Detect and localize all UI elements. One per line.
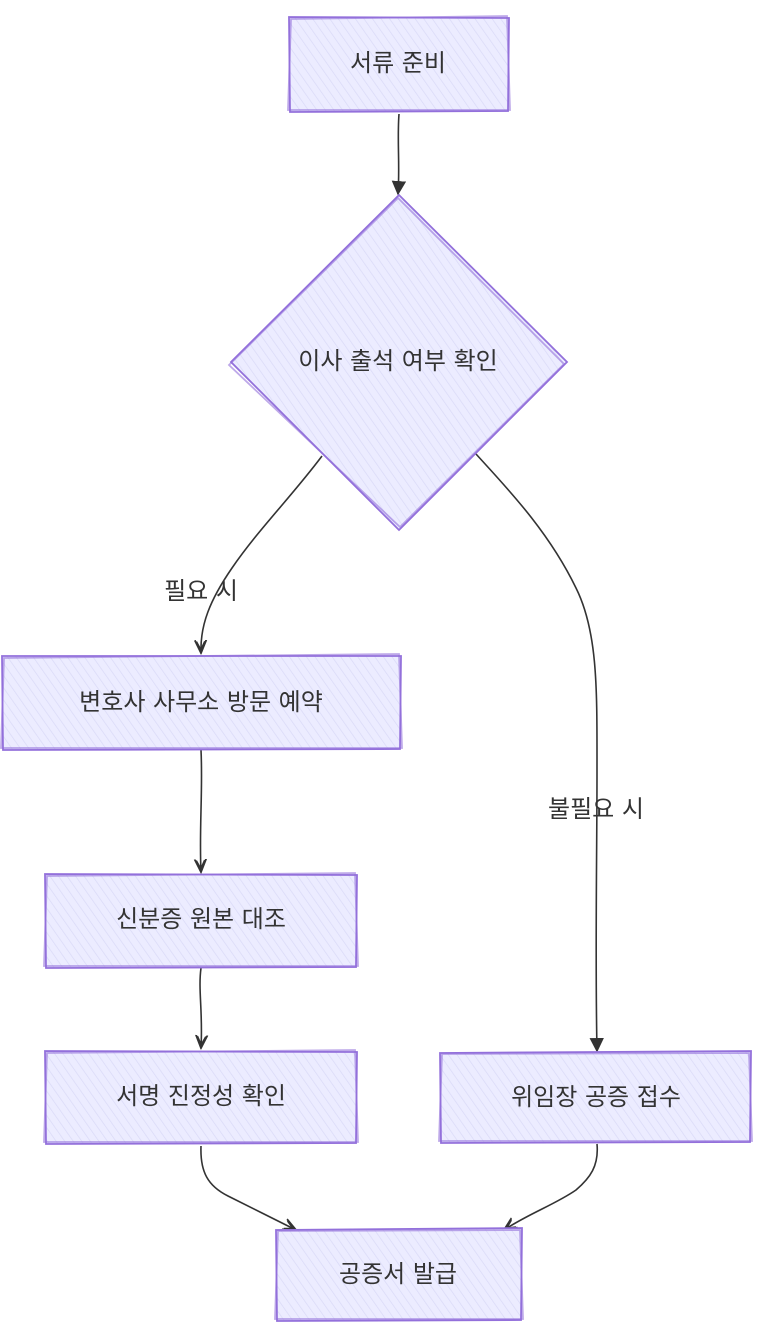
node-label: 공증서 발급 xyxy=(339,1260,457,1288)
edge-signature-to-issue xyxy=(200,1145,296,1230)
edge-prepare-to-check xyxy=(391,113,407,196)
node-verify-signature[interactable]: 서명 진정성 확인 xyxy=(43,1049,359,1145)
node-label: 서류 준비 xyxy=(350,49,446,77)
node-label: 변호사 사무소 방문 예약 xyxy=(79,688,323,716)
edge-notarize-to-issue xyxy=(504,1143,599,1230)
node-label: 이사 출석 여부 확인 xyxy=(298,347,498,375)
node-verify-id-original[interactable]: 신분증 원본 대조 xyxy=(43,872,359,969)
edge-id-to-signature xyxy=(200,967,201,1048)
edge-book-to-id xyxy=(200,749,201,872)
node-issue-notarial-deed[interactable]: 공증서 발급 xyxy=(274,1227,524,1322)
edge-label-not-required: 불필요 시 xyxy=(548,795,644,823)
edge-check-to-book xyxy=(201,455,323,653)
edge-check-to-notarize xyxy=(475,453,604,1053)
node-prepare-documents[interactable]: 서류 준비 xyxy=(287,15,511,113)
node-check-attendance[interactable]: 이사 출석 여부 확인 xyxy=(227,193,569,532)
edge-label-required: 필요 시 xyxy=(164,577,238,605)
node-label: 신분증 원본 대조 xyxy=(116,905,286,933)
node-notarize-poa[interactable]: 위임장 공증 접수 xyxy=(438,1050,753,1144)
node-label: 위임장 공증 접수 xyxy=(511,1083,681,1111)
node-label: 서명 진정성 확인 xyxy=(116,1082,286,1110)
node-book-lawyer-visit[interactable]: 변호사 사무소 방문 예약 xyxy=(0,653,403,751)
